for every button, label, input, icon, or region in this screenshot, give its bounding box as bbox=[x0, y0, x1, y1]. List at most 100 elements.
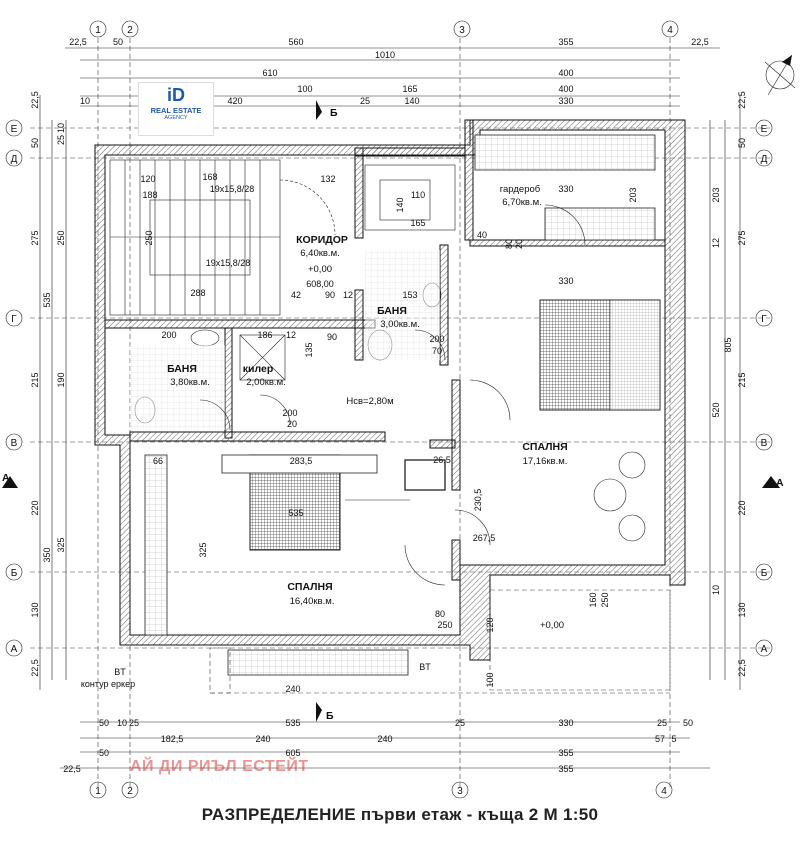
bay-window-outline: контур еркер bbox=[81, 679, 135, 689]
dim-inner: 120 bbox=[485, 617, 495, 632]
dim-inner: 140 bbox=[395, 197, 405, 212]
dim-inner: 12 bbox=[286, 330, 296, 340]
room-corridor-area: 6,40кв.м. bbox=[300, 248, 340, 259]
north-arrow-icon bbox=[764, 54, 796, 96]
room-bath1-area: 3,80кв.м. bbox=[170, 377, 210, 388]
axis-right-E: Е bbox=[761, 124, 768, 135]
axis-left-G: Г bbox=[11, 314, 17, 325]
dim-right: 215 bbox=[737, 372, 747, 387]
terrace bbox=[209, 589, 671, 694]
dim-inner: 168 bbox=[202, 172, 217, 182]
dim-bottom: 10 bbox=[117, 718, 127, 728]
dim-top: 22,5 bbox=[69, 37, 87, 47]
door-swings bbox=[199, 179, 586, 586]
dim-bottom: 50 bbox=[683, 718, 693, 728]
axis-bottom-3: 3 bbox=[457, 786, 463, 797]
dim-inner: 288 bbox=[190, 288, 205, 298]
corridor-level: +0,00 bbox=[308, 264, 332, 275]
room-storage-name: килер bbox=[243, 363, 274, 375]
dim-bottom: 355 bbox=[558, 764, 573, 774]
dim-inner: 535 bbox=[288, 508, 303, 518]
dim-inner: 12 bbox=[343, 290, 353, 300]
dim-left: 130 bbox=[30, 602, 40, 617]
left-dimension-labels: 22,5 50 25 10 275 250 535 215 190 220 35… bbox=[30, 91, 66, 677]
dim-top: 25 bbox=[360, 96, 370, 106]
dim-left: 350 bbox=[42, 547, 52, 562]
room-corridor-name: КОРИДОР bbox=[296, 234, 348, 246]
dim-inner: 250 bbox=[144, 230, 154, 245]
room-bath2-area: 3,00кв.м. bbox=[380, 319, 420, 330]
dim-top: 560 bbox=[288, 37, 303, 47]
watermark-text: АЙ ДИ РИЪЛ ЕСТЕЙТ bbox=[130, 758, 309, 775]
dim-left: 50 bbox=[30, 138, 40, 148]
axis-top-4: 4 bbox=[667, 25, 673, 36]
axis-markers-top: 1 2 3 4 1 2 3 4 bbox=[89, 20, 679, 799]
axis-bottom-4: 4 bbox=[661, 786, 667, 797]
corridor-level-abs: 608,00 bbox=[306, 279, 334, 289]
axis-top-1: 1 bbox=[95, 25, 101, 36]
dim-inner: 330 bbox=[558, 276, 573, 286]
dim-top: 420 bbox=[227, 96, 242, 106]
dim-top: 140 bbox=[404, 96, 419, 106]
dim-inner: BT bbox=[419, 662, 431, 672]
furniture bbox=[221, 299, 661, 551]
dim-top: 100 bbox=[297, 84, 312, 94]
dim-left: 22,5 bbox=[30, 659, 40, 677]
terrace-level: +0,00 bbox=[540, 620, 564, 631]
section-markers: Б Б А А bbox=[2, 100, 784, 722]
axis-left-V: В bbox=[11, 438, 18, 449]
dim-inner: 40 bbox=[477, 230, 487, 240]
dim-inner: 200 bbox=[161, 330, 176, 340]
dim-inner: 26,5 bbox=[433, 455, 451, 465]
dim-right: 805 bbox=[723, 337, 733, 352]
dim-inner: 66 bbox=[153, 456, 163, 466]
dim-inner: 132 bbox=[320, 174, 335, 184]
dim-left: 22,5 bbox=[30, 91, 40, 109]
room-bedroom2-area: 16,40кв.м. bbox=[290, 596, 335, 607]
dim-left: 10 bbox=[56, 123, 66, 133]
dim-inner: 153 bbox=[402, 290, 417, 300]
dim-top: 1010 bbox=[375, 50, 395, 60]
dim-left: 250 bbox=[56, 230, 66, 245]
dim-bottom: 535 bbox=[285, 718, 300, 728]
dim-right: 10 bbox=[711, 585, 721, 595]
room-labels: КОРИДОР 6,40кв.м. +0,00 608,00 гардероб … bbox=[81, 184, 568, 689]
dim-bottom: 182,5 bbox=[161, 734, 184, 744]
dim-left: 275 bbox=[30, 230, 40, 245]
dim-bottom: 240 bbox=[377, 734, 392, 744]
dim-top: 165 bbox=[402, 84, 417, 94]
dim-bottom: 22,5 bbox=[63, 764, 81, 774]
stairs-spec-upper: 19x15,8/28 bbox=[210, 184, 255, 194]
staircase bbox=[109, 159, 281, 316]
room-bedroom1-name: СПАЛНЯ bbox=[522, 441, 567, 453]
axis-left-E: Е bbox=[11, 124, 18, 135]
inner-dimension-labels: 330 330 203 140 165 110 40 80 20 153 200… bbox=[114, 172, 638, 688]
axis-bottom-1: 1 bbox=[95, 786, 101, 797]
dim-inner: 186 bbox=[257, 330, 272, 340]
dim-inner: 165 bbox=[410, 218, 425, 228]
axis-markers-side: Е Д Г В Б А Е Д Г В Б А bbox=[5, 119, 773, 657]
dim-right: 220 bbox=[737, 500, 747, 515]
axis-top-2: 2 bbox=[127, 25, 133, 36]
dim-bottom: 605 bbox=[285, 748, 300, 758]
axis-right-G: Г bbox=[761, 314, 767, 325]
dim-inner: 267,5 bbox=[473, 533, 496, 543]
dim-bottom: 50 bbox=[99, 718, 109, 728]
room-bath2-name: БАНЯ bbox=[377, 305, 407, 317]
dim-inner: BT bbox=[114, 667, 126, 677]
dim-inner: 20 bbox=[287, 419, 297, 429]
dim-bottom: 355 bbox=[558, 748, 573, 758]
axis-right-B: Б bbox=[761, 568, 768, 579]
dim-inner: 283,5 bbox=[290, 456, 313, 466]
dim-top: 400 bbox=[558, 84, 573, 94]
dim-inner: 80 bbox=[504, 239, 514, 249]
axis-left-A: А bbox=[11, 644, 18, 655]
dim-left: 25 bbox=[56, 135, 66, 145]
logo-line-2: AGENCY bbox=[164, 115, 188, 121]
stairs-spec-lower: 19x15,8/28 bbox=[206, 258, 251, 268]
dimension-lines bbox=[39, 47, 741, 769]
dim-right: 50 bbox=[737, 138, 747, 148]
dim-left: 220 bbox=[30, 500, 40, 515]
dim-left: 190 bbox=[56, 372, 66, 387]
dim-inner: 250 bbox=[437, 620, 452, 630]
